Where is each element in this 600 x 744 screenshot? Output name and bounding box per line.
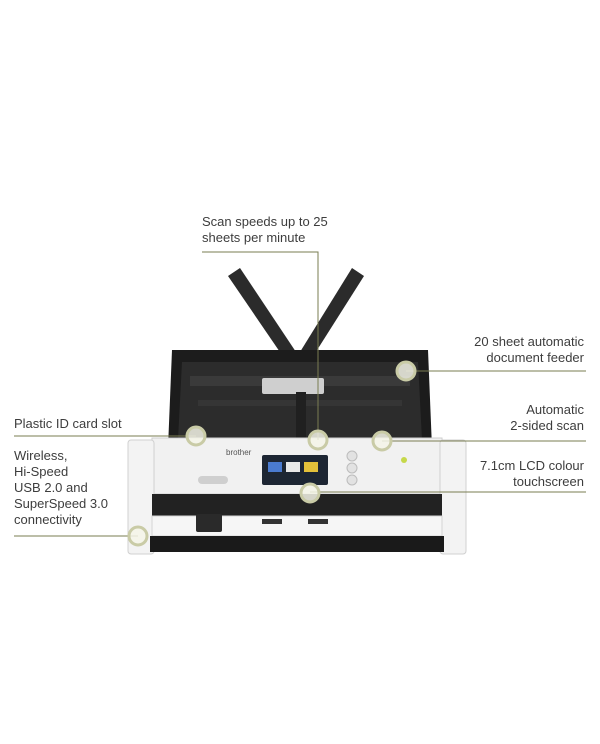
callout-dots <box>127 360 417 547</box>
feeder-callout: 20 sheet automatic document feeder <box>474 334 584 365</box>
id-slot-callout: Plastic ID card slot <box>14 416 122 431</box>
brand-logo: brother <box>226 448 252 457</box>
lcd-callout: 7.1cm LCD colour touchscreen <box>479 458 584 489</box>
connectivity-dot <box>127 525 149 547</box>
duplex-callout: Automatic 2-sided scan <box>510 402 584 433</box>
callout-lines <box>14 251 586 537</box>
scanner-body <box>127 268 467 555</box>
scan-speed-callout: Scan speeds up to 25 sheets per minute <box>202 214 328 245</box>
feeder-dot <box>395 360 417 382</box>
scan-speed-dot <box>307 429 329 451</box>
id-slot-dot <box>185 425 207 447</box>
lcd-dot <box>299 482 321 504</box>
connectivity-callout: Wireless, Hi-Speed USB 2.0 and SuperSpee… <box>14 448 108 527</box>
duplex-dot <box>371 430 393 452</box>
